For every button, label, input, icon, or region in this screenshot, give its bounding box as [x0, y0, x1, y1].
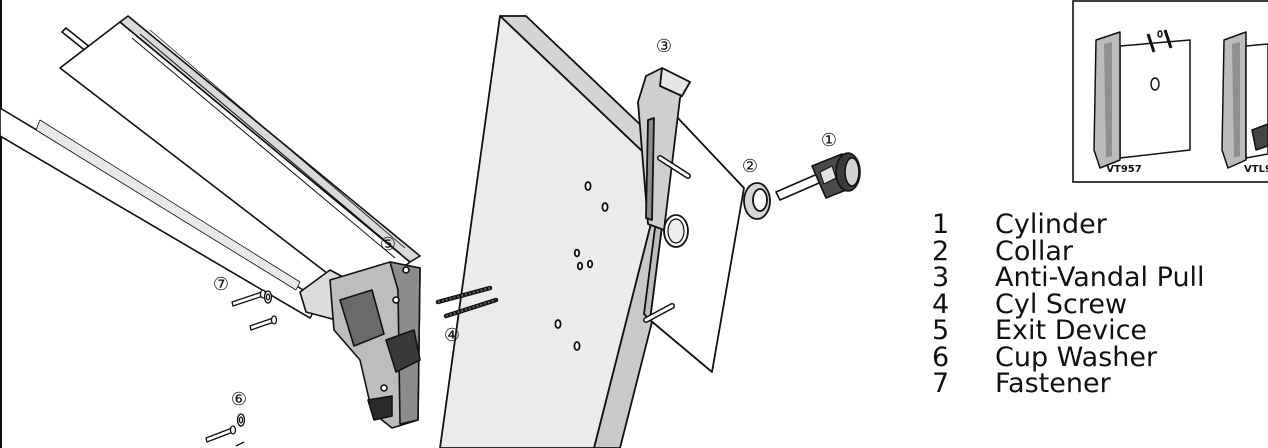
legend-row: 2 Collar	[930, 235, 1205, 267]
callout-2: ②	[742, 156, 758, 177]
legend-part-name: Exit Device	[995, 315, 1148, 346]
legend-part-name: Anti-Vandal Pull	[995, 262, 1205, 293]
callout-5: ⑤	[380, 234, 396, 255]
legend-number: 3	[932, 262, 950, 293]
legend-number: 4	[932, 288, 950, 320]
legend-row: 4 Cyl Screw	[930, 288, 1205, 320]
callout-1: ①	[821, 130, 837, 151]
cylinder	[775, 152, 861, 201]
cup-washer	[205, 413, 246, 447]
fasteners	[231, 289, 278, 331]
legend-row: 1 Cylinder	[930, 209, 1205, 240]
legend-row: 5 Exit Device	[930, 315, 1205, 346]
legend-number: 6	[932, 341, 950, 373]
parts-legend: 1 Cylinder 2 Collar 3 Anti-Vandal Pull 4…	[930, 209, 1205, 399]
callout-4: ④	[444, 325, 460, 346]
cylinder-screws	[435, 285, 499, 319]
legend-number: 7	[932, 368, 950, 399]
legend-part-name: Cup Washer	[995, 341, 1158, 373]
legend-part-name: Collar	[995, 235, 1074, 267]
legend-number: 5	[932, 315, 950, 346]
legend-part-name: Cyl Screw	[995, 288, 1128, 320]
legend-number: 1	[932, 209, 950, 240]
legend-row: 6 Cup Washer	[930, 341, 1205, 373]
inset-label-vtl9: VTL9	[1244, 164, 1268, 175]
collar	[743, 182, 771, 220]
anti-vandal-pull	[637, 67, 745, 373]
inset-bracket-vt957	[1093, 29, 1191, 169]
legend-part-name: Cylinder	[995, 209, 1107, 240]
legend-row: 3 Anti-Vandal Pull	[930, 262, 1205, 293]
callout-7: ⑦	[213, 274, 229, 295]
callout-3: ③	[656, 36, 672, 57]
legend-number: 2	[932, 235, 950, 267]
callout-6: ⑥	[231, 389, 247, 410]
exit-device-bar	[0, 15, 421, 321]
legend-row: 7 Fastener	[930, 368, 1205, 399]
exit-device-head	[329, 261, 421, 429]
inset-label-vt957: VT957	[1106, 164, 1141, 175]
legend-part-name: Fastener	[995, 368, 1111, 399]
inset-bracket-vtl9	[1221, 31, 1268, 169]
inset-box: VT957 VTL9	[1072, 0, 1268, 183]
